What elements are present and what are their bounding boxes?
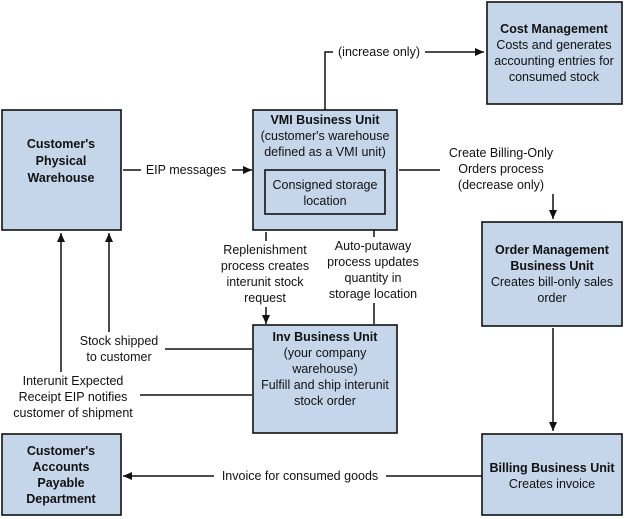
label-create-billing: Create Billing-Only Orders process (decr…	[440, 144, 563, 194]
interunit-line-2: Receipt EIP notifies	[19, 390, 128, 404]
auto-putaway-line-1: Auto-putaway	[335, 239, 412, 253]
label-auto-putaway: Auto-putaway process updates quantity in…	[322, 237, 424, 303]
inv-business-unit-box: Inv Business Unit (your company warehous…	[252, 324, 398, 434]
label-increase-only: (increase only)	[333, 44, 425, 60]
vmi-title: VMI Business Unit	[270, 113, 380, 127]
auto-putaway-line-4: storage location	[329, 287, 417, 301]
label-replenishment: Replenishment process creates interunit …	[215, 241, 315, 307]
order-line-2: order	[537, 291, 566, 305]
consigned-line-2: location	[303, 194, 346, 208]
increase-only-text: (increase only)	[338, 45, 420, 59]
invoice-text: Invoice for consumed goods	[222, 469, 378, 483]
replenishment-line-3: interunit stock	[226, 275, 304, 289]
inv-line-1: (your company	[284, 346, 367, 360]
replenishment-line-1: Replenishment	[223, 243, 307, 257]
create-billing-line-2: Orders process	[458, 162, 543, 176]
cost-line-3: consumed stock	[509, 70, 600, 84]
interunit-line-1: Interunit Expected	[23, 374, 124, 388]
create-billing-line-1: Create Billing-Only	[449, 146, 554, 160]
payable-line-2: Accounts	[33, 460, 90, 474]
label-interunit-receipt: Interunit Expected Receipt EIP notifies …	[10, 372, 140, 422]
inv-line-2: warehouse)	[291, 362, 357, 376]
payable-line-4: Department	[26, 492, 96, 506]
order-title-line-2: Business Unit	[510, 259, 594, 273]
accounts-payable-box: Customer's Accounts Payable Department	[1, 433, 122, 516]
cost-line-1: Costs and generates	[496, 38, 611, 52]
billing-line-1: Creates invoice	[509, 477, 595, 491]
cost-management-box: Cost Management Costs and generates acco…	[486, 1, 623, 105]
stock-shipped-line-2: to customer	[86, 350, 151, 364]
warehouse-line-1: Customer's	[27, 137, 95, 151]
create-billing-line-3: (decrease only)	[458, 178, 544, 192]
eip-messages-text: EIP messages	[146, 163, 226, 177]
replenishment-line-4: request	[244, 291, 286, 305]
label-stock-shipped: Stock shipped to customer	[73, 332, 165, 366]
order-line-1: Creates bill-only sales	[491, 275, 613, 289]
replenishment-line-2: process creates	[221, 259, 309, 273]
billing-business-unit-box: Billing Business Unit Creates invoice	[481, 433, 623, 516]
consigned-storage-box: Consigned storage location	[264, 169, 386, 215]
order-title-line-1: Order Management	[495, 243, 610, 257]
payable-line-1: Customer's	[27, 444, 95, 458]
label-invoice: Invoice for consumed goods	[214, 468, 386, 484]
label-eip-messages: EIP messages	[141, 162, 232, 178]
vmi-line-2: defined as a VMI unit)	[264, 145, 386, 159]
arrow-vmi-to-cost	[324, 48, 484, 110]
billing-title: Billing Business Unit	[489, 461, 615, 475]
customer-physical-warehouse-box: Customer's Physical Warehouse	[1, 109, 122, 231]
cost-title: Cost Management	[500, 22, 608, 36]
inv-title: Inv Business Unit	[273, 330, 379, 344]
payable-line-3: Payable	[37, 476, 84, 490]
order-management-box: Order Management Business Unit Creates b…	[481, 221, 623, 327]
inv-line-3: Fulfill and ship interunit	[261, 378, 389, 392]
warehouse-line-3: Warehouse	[28, 171, 95, 185]
interunit-line-3: customer of shipment	[13, 406, 133, 420]
inv-line-4: stock order	[294, 394, 356, 408]
stock-shipped-line-1: Stock shipped	[80, 334, 159, 348]
warehouse-line-2: Physical	[36, 154, 87, 168]
vmi-line-1: (customer's warehouse	[261, 129, 390, 143]
consigned-line-1: Consigned storage	[273, 178, 378, 192]
cost-line-2: accounting entries for	[494, 54, 614, 68]
auto-putaway-line-3: quantity in	[345, 271, 402, 285]
auto-putaway-line-2: process updates	[327, 255, 419, 269]
